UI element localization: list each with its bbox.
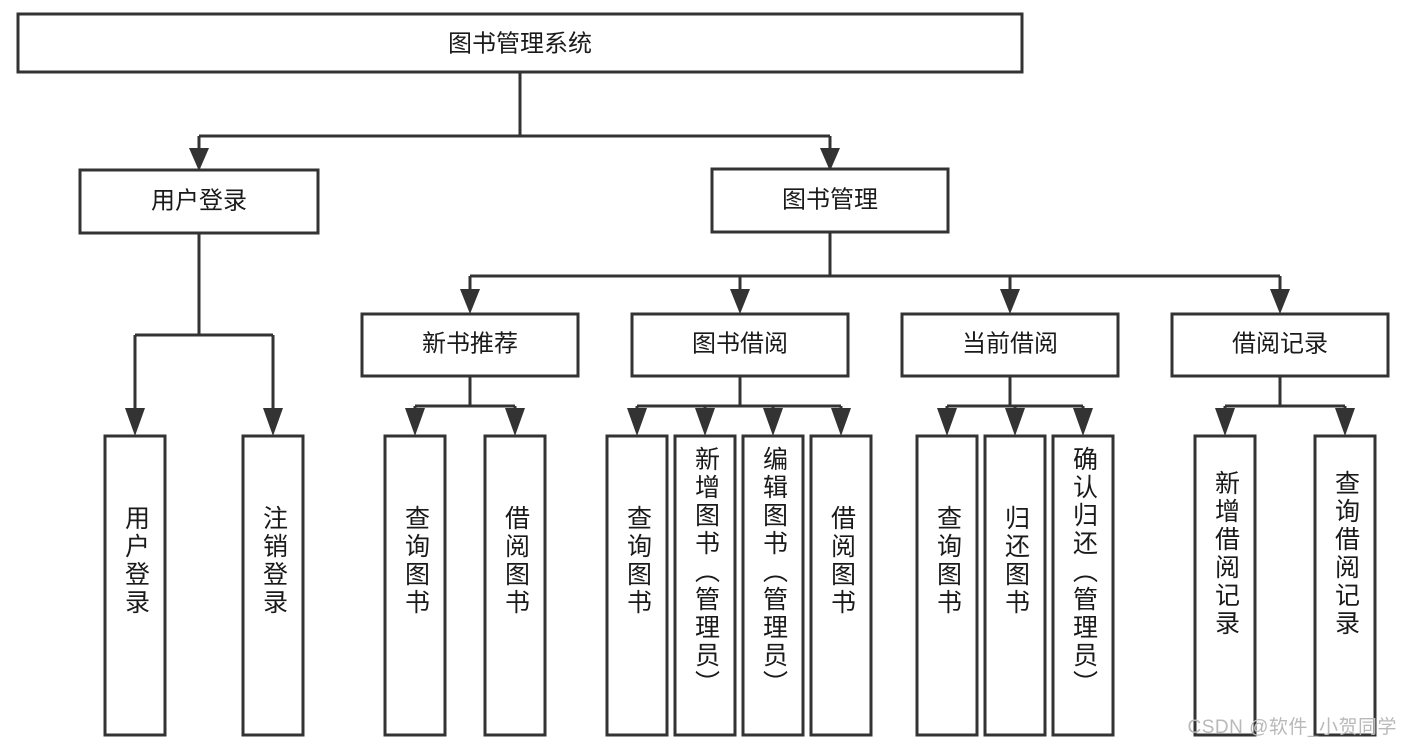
watermark-text: CSDN @软件_小贺同学 — [1187, 717, 1397, 738]
node-box-leaf-logout-login[interactable] — [241, 434, 305, 737]
node-layer: 图书管理系统 用户登录 图书管理 新书推荐 图书借阅 当前借阅 借阅记录 — [16, 12, 1390, 737]
arrow-head-leaf-query-borrow-record — [1335, 408, 1355, 436]
node-box-book-borrow[interactable] — [630, 312, 850, 378]
arrow-head-new-book-recommend — [460, 289, 480, 314]
node-box-leaf-edit-book-admin[interactable] — [741, 434, 805, 737]
arrow-head-leaf-query-book-1 — [405, 408, 425, 436]
node-box-leaf-add-book-admin[interactable] — [673, 434, 737, 737]
arrow-head-leaf-confirm-return-admin — [1073, 408, 1093, 436]
arrow-head-borrow-record — [1270, 289, 1290, 314]
arrow-head-leaf-add-borrow-record — [1215, 408, 1235, 436]
node-box-root[interactable] — [16, 12, 1024, 74]
node-label-book-management: 图书管理 — [782, 186, 878, 213]
node-label-borrow-record: 借阅记录 — [1232, 330, 1328, 357]
node-box-book-management[interactable] — [710, 167, 950, 234]
node-label-user-login: 用户登录 — [151, 187, 247, 214]
node-label-new-book-recommend: 新书推荐 — [422, 330, 518, 357]
node-box-leaf-confirm-return-admin[interactable] — [1051, 434, 1115, 737]
node-label-current-borrow: 当前借阅 — [962, 330, 1058, 357]
node-box-user-login[interactable] — [78, 168, 320, 235]
node-label-book-borrow: 图书借阅 — [692, 330, 788, 357]
node-box-leaf-query-borrow-record[interactable] — [1313, 434, 1377, 737]
node-box-leaf-borrow-book-2[interactable] — [809, 434, 873, 737]
arrow-head-user-login — [189, 148, 209, 171]
node-box-leaf-user-login[interactable] — [103, 434, 167, 737]
node-box-leaf-return-book[interactable] — [983, 434, 1047, 737]
arrow-head-book-management — [820, 148, 840, 171]
arrow-head-leaf-query-book-3 — [937, 408, 957, 436]
node-box-new-book-recommend[interactable] — [360, 312, 580, 378]
node-box-current-borrow[interactable] — [900, 312, 1120, 378]
edge-layer — [125, 72, 1355, 436]
arrow-head-leaf-return-book — [1005, 408, 1025, 436]
node-box-borrow-record[interactable] — [1170, 312, 1390, 378]
arrow-head-leaf-query-book-2 — [627, 408, 647, 436]
node-label-root: 图书管理系统 — [448, 30, 592, 57]
node-box-leaf-borrow-book-1[interactable] — [483, 434, 547, 737]
arrow-head-leaf-borrow-book-2 — [831, 408, 851, 436]
node-box-leaf-query-book-1[interactable] — [383, 434, 447, 737]
arrow-head-current-borrow — [1000, 289, 1020, 314]
arrow-head-leaf-add-book-admin — [695, 408, 715, 436]
arrow-head-leaf-logout-login — [263, 408, 283, 436]
node-box-leaf-query-book-2[interactable] — [605, 434, 669, 737]
arrow-head-leaf-user-login — [125, 408, 145, 436]
node-box-leaf-query-book-3[interactable] — [915, 434, 979, 737]
arrow-head-leaf-edit-book-admin — [763, 408, 783, 436]
arrow-head-leaf-borrow-book-1 — [505, 408, 525, 436]
arrow-head-book-borrow — [730, 289, 750, 314]
node-box-leaf-add-borrow-record[interactable] — [1193, 434, 1257, 737]
